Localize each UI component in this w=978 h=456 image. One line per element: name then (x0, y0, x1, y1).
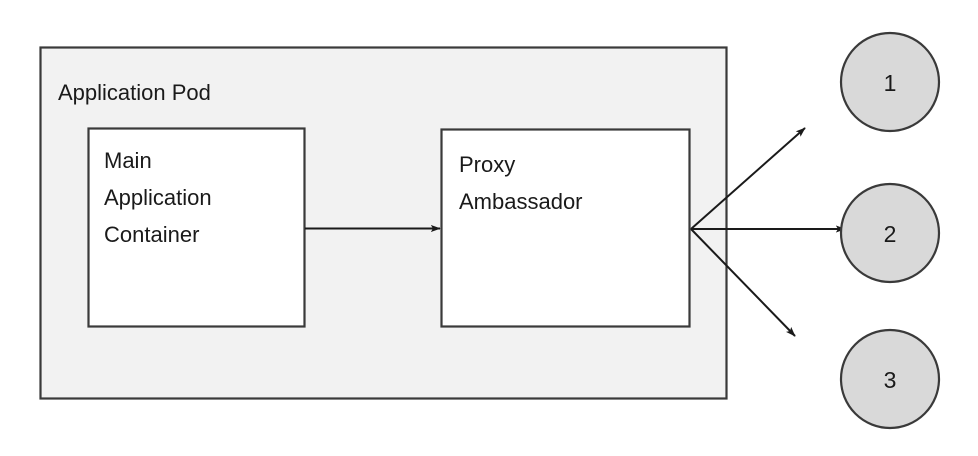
proxy-ambassador-label-line1: Proxy (459, 152, 515, 177)
main-application-container-label-line3: Container (104, 222, 199, 247)
connector-proxy-to-endpoint-3[interactable] (690, 228, 796, 337)
application-pod-label: Application Pod (58, 80, 211, 105)
endpoint-1-label: 1 (884, 70, 897, 96)
main-application-container[interactable]: Main Application Container (87, 127, 306, 328)
endpoint-2[interactable]: 2 (839, 182, 941, 284)
endpoint-3-label: 3 (884, 367, 897, 393)
arrow-proxy-to-endpoint-1 (690, 127, 806, 230)
arrow-proxy-to-endpoint-3 (690, 228, 796, 337)
proxy-ambassador-container[interactable]: Proxy Ambassador (440, 128, 691, 328)
endpoint-3-circle (839, 328, 941, 430)
connector-proxy-to-endpoint-1[interactable] (690, 127, 806, 230)
endpoint-1[interactable]: 1 (839, 31, 941, 133)
endpoint-1-circle (839, 31, 941, 133)
endpoint-2-label: 2 (884, 221, 897, 247)
proxy-ambassador-container-rect (440, 128, 691, 328)
main-application-container-label-line1: Main (104, 148, 152, 173)
main-application-container-label-line2: Application (104, 185, 212, 210)
proxy-ambassador-label-line2: Ambassador (459, 189, 583, 214)
endpoint-3[interactable]: 3 (839, 328, 941, 430)
endpoint-2-circle (839, 182, 941, 284)
main-application-container-rect (87, 127, 306, 328)
